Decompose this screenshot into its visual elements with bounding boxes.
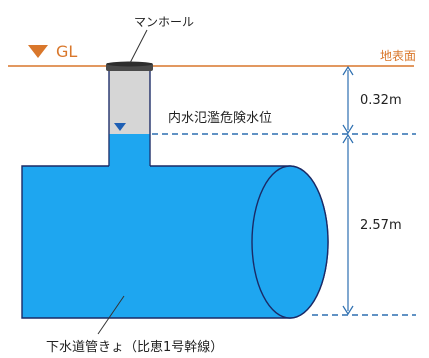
pipe-leader	[97, 295, 125, 335]
manhole-label: マンホール	[134, 15, 194, 29]
manhole	[106, 61, 153, 167]
pipe-end-ellipse	[251, 165, 329, 319]
upper-dimension-arrow	[342, 65, 354, 135]
upper-dimension-label: 0.32m	[360, 93, 402, 108]
water-level-marker-icon	[114, 123, 126, 131]
manhole-leader	[129, 29, 148, 64]
gl-marker-icon	[28, 45, 48, 58]
lower-dimension-label: 2.57m	[360, 218, 402, 233]
ground-surface-label: 地表面	[380, 49, 416, 63]
manhole-water	[109, 134, 150, 167]
pipe-label: 下水道管きょ（比恵1号幹線）	[46, 339, 223, 355]
gl-label: GL	[56, 42, 77, 61]
inland-flood-level-label: 内水氾濫危険水位	[168, 110, 272, 126]
sewer-pipe	[21, 165, 329, 319]
lower-dimension-arrow	[342, 133, 354, 316]
